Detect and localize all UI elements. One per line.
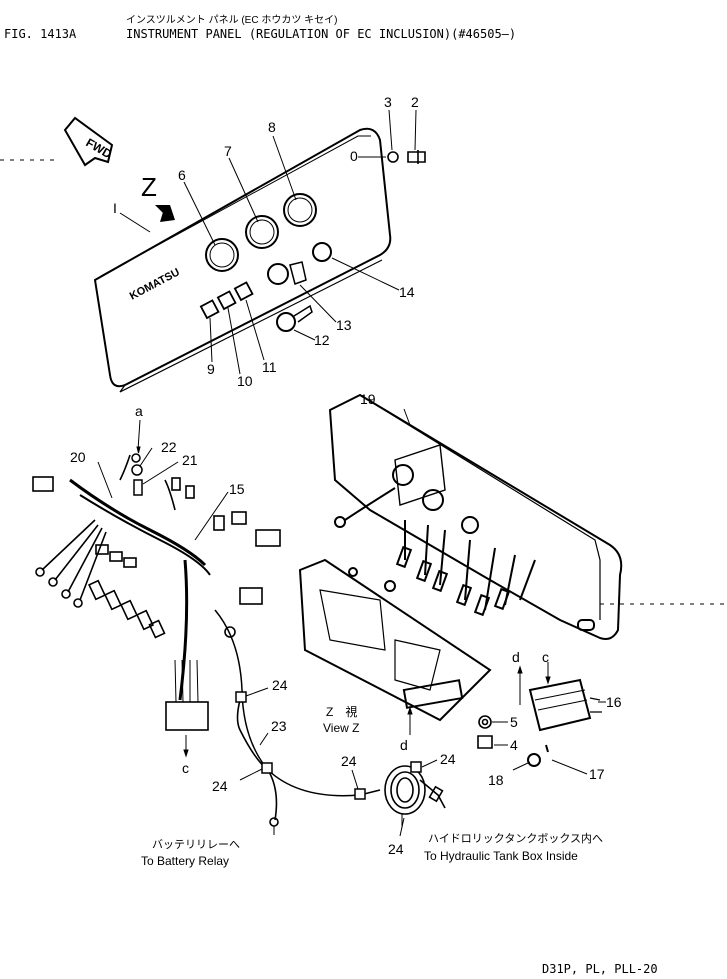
instrument-panel [93, 127, 392, 393]
callout-15: 15 [229, 481, 245, 497]
model-footer: D31P, PL, PLL-20 [542, 962, 658, 976]
panel-rear-view [328, 393, 623, 640]
indicator-14 [312, 242, 332, 262]
callout-7: 7 [224, 143, 232, 159]
battery-note-en: To Battery Relay [141, 854, 229, 868]
gauges [205, 193, 332, 332]
callout-17: 17 [589, 766, 605, 782]
gauge-8 [283, 193, 317, 227]
callout-6: 6 [178, 167, 186, 183]
callout-9: 9 [207, 361, 215, 377]
view-arrow [155, 205, 175, 222]
callout-23: 23 [271, 718, 287, 734]
gauge-7 [245, 215, 279, 249]
fwd-arrow: FWD [63, 116, 114, 167]
callout-12: 12 [314, 332, 330, 348]
hydraulic-note-en: To Hydraulic Tank Box Inside [424, 849, 578, 863]
washer-bolt [477, 715, 493, 749]
brand-logo: KOMATSU [128, 266, 182, 302]
callout-20: 20 [70, 449, 86, 465]
switch-10 [216, 290, 237, 311]
ref-a: a [135, 403, 143, 419]
callout-18: 18 [488, 772, 504, 788]
switch-11 [233, 281, 254, 302]
view-label-en: View Z [323, 721, 359, 735]
callout-1: I [113, 200, 117, 216]
harness-leaders [97, 419, 438, 837]
gauge-6 [205, 238, 239, 272]
key-12 [276, 312, 296, 332]
harness-bolts [131, 453, 143, 496]
callout-10: 10 [237, 373, 253, 389]
callout-2: 2 [411, 94, 419, 110]
connector-c [165, 701, 209, 731]
title-japanese: インスツルメント パネル (EC ホウカツ キセイ) [126, 14, 337, 26]
hydraulic-note-jp: ハイドロリックタンクボックス内へ [428, 831, 603, 845]
ref-d-right: d [512, 649, 520, 665]
callout-21: 21 [182, 452, 198, 468]
fig-number: FIG. 1413A [4, 27, 77, 41]
callout-8: 8 [268, 119, 276, 135]
callout-11: 11 [262, 359, 277, 375]
callout-14: 14 [399, 284, 415, 300]
battery-note-jp: バッテリリレーへ [152, 838, 240, 851]
view-label-jp: Z 視 [326, 704, 357, 719]
switch-group [199, 281, 254, 320]
callout-24-e: 24 [388, 841, 404, 857]
callout-22: 22 [161, 439, 177, 455]
callout-19: 19 [360, 391, 376, 407]
controller-d [402, 679, 464, 709]
right-leaders [403, 408, 606, 775]
clip-markers [235, 691, 422, 800]
callout-24-d: 24 [440, 751, 456, 767]
bolt-washer [387, 150, 426, 164]
title-english: INSTRUMENT PANEL (REGULATION OF EC INCLU… [126, 27, 516, 41]
controller-16 [527, 678, 602, 767]
callout-16: 16 [606, 694, 622, 710]
callout-4: 4 [510, 737, 518, 753]
upper-leaders [119, 109, 417, 375]
wiring-harness [32, 454, 446, 827]
key-switch-13 [267, 263, 289, 285]
callout-24-c: 24 [341, 753, 357, 769]
ref-d-center: d [400, 737, 408, 753]
callout-3: 3 [384, 94, 392, 110]
ref-c-left: c [182, 760, 189, 776]
mounting-plate [298, 558, 492, 722]
callout-24-a: 24 [272, 677, 288, 693]
callout-24-b: 24 [212, 778, 228, 794]
connector-main [32, 476, 54, 492]
switch-9 [199, 299, 220, 320]
callout-5: 5 [510, 714, 518, 730]
callout-0: 0 [350, 148, 358, 164]
callout-13: 13 [336, 317, 352, 333]
view-marker-z: Z [141, 172, 157, 202]
ref-c-right: c [542, 649, 549, 665]
